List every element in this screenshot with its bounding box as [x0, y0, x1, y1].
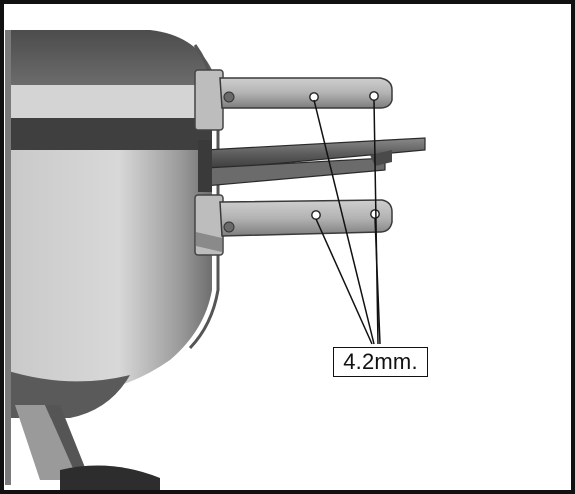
hole-diameter-label: 4.2mm.: [333, 347, 428, 377]
upper-bracket: [194, 69, 393, 131]
control-rods: [198, 137, 426, 192]
lower-right-hole: [370, 209, 380, 219]
motor-housing: [5, 30, 220, 490]
upper-left-hole: [309, 92, 319, 102]
upper-right-hole: [369, 91, 379, 101]
lower-left-hole: [311, 210, 321, 220]
lower-bracket: [194, 194, 393, 256]
callout-leader-lines: [313, 99, 381, 345]
